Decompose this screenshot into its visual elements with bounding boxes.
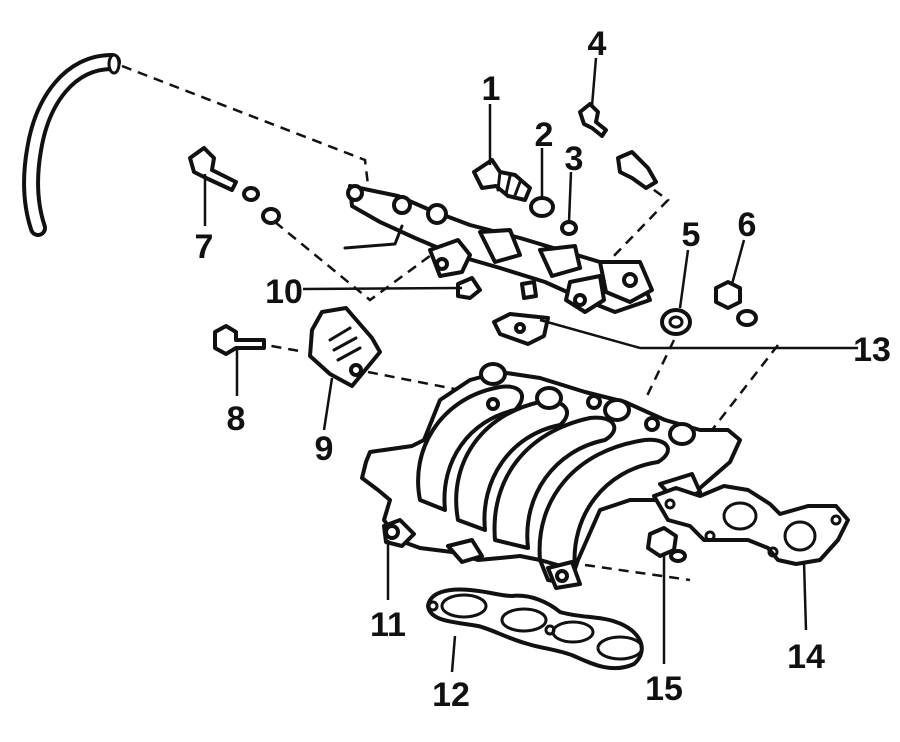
callout-7: 7: [195, 228, 214, 266]
callout-10: 10: [265, 273, 303, 311]
part-1-injector: [472, 158, 532, 202]
callout-5: 5: [682, 216, 701, 254]
intake-manifold: [360, 362, 742, 590]
part-4-bolt: [578, 102, 658, 190]
callout-9: 9: [315, 430, 334, 468]
part-12-gasket: [426, 587, 644, 671]
part-6-nut: [714, 280, 758, 327]
callout-3: 3: [565, 140, 584, 178]
callout-4: 4: [588, 25, 607, 63]
callout-1: 1: [482, 70, 501, 108]
callout-6: 6: [738, 206, 757, 244]
callout-labels: 1 2 3 4 5 6 7 8 9 10 11 12 13 14 15: [195, 25, 891, 714]
leader-lines: [203, 57, 858, 673]
callout-8: 8: [227, 400, 246, 438]
callout-11: 11: [370, 606, 406, 644]
part-13-bracket: [492, 280, 550, 346]
part-7-bolt: [188, 146, 281, 225]
part-11-stud: [384, 524, 400, 540]
part-2-o-ring: [529, 196, 555, 218]
assembly-lines: [121, 64, 779, 582]
part-8-bolt: [213, 324, 266, 356]
fuel-rail: [343, 184, 654, 314]
part-10-clip: [456, 276, 482, 300]
callout-2: 2: [535, 116, 554, 154]
part-5-washer: [660, 308, 692, 336]
part-15-nut: [646, 526, 687, 563]
callout-15: 15: [645, 670, 683, 708]
callout-13: 13: [853, 331, 891, 369]
callout-14: 14: [787, 638, 825, 676]
part-3-seal: [560, 220, 578, 236]
part-9-bracket: [308, 306, 382, 388]
callout-12: 12: [432, 676, 470, 714]
vacuum-hose: [22, 53, 121, 237]
part-14-gasket: [652, 484, 850, 566]
